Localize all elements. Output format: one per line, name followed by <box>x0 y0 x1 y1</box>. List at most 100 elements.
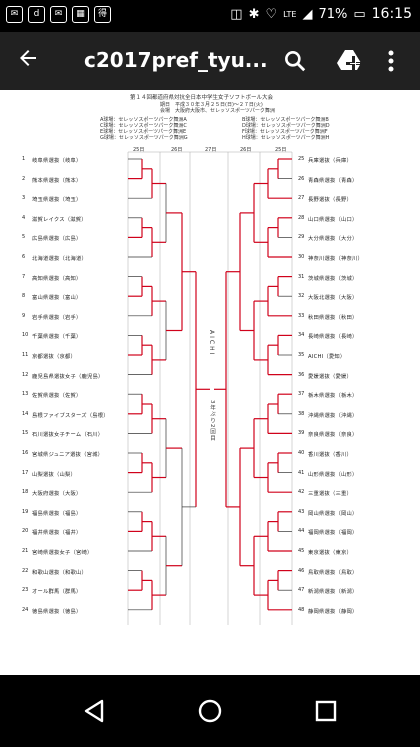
seed-number: 26 <box>298 175 305 182</box>
tournament-dates: 期日 平成３０年３月２５日(日)～２７日(火) <box>160 102 263 108</box>
seed-number: 19 <box>22 508 29 515</box>
day-label: 25日 <box>133 147 145 153</box>
team-right: 兵庫選抜（兵庫） <box>308 158 352 164</box>
team-right: 大分県選抜（大分） <box>308 236 358 243</box>
seed-number: 29 <box>298 234 305 241</box>
bluetooth-icon: ✱ <box>248 6 260 22</box>
seed-number: 30 <box>298 254 305 260</box>
team-left: 和歌山選抜（和歌山） <box>32 569 87 576</box>
field-h: H球場：セレッソスポーツパーク舞洲H <box>242 135 330 141</box>
seed-number: 6 <box>22 254 26 260</box>
team-left: 熊本県選抜（熊本） <box>32 177 82 184</box>
seed-number: 8 <box>22 293 26 300</box>
back-arrow-icon[interactable] <box>16 46 40 76</box>
seed-number: 39 <box>298 430 305 437</box>
team-left: 滋賀レイクス（滋賀） <box>32 216 87 223</box>
seed-number: 11 <box>22 352 29 358</box>
seed-number: 2 <box>22 175 26 182</box>
d-app-icon: d <box>28 6 45 23</box>
document-page[interactable]: 第１４回都道府県対抗全日本中学生女子ソフトボール大会 期日 平成３０年３月２５日… <box>0 90 420 675</box>
seed-number: 32 <box>298 293 305 300</box>
team-left: 宮城県ジュニア選抜（宮城） <box>32 452 104 458</box>
team-left: 佐賀県選抜（佐賀） <box>32 393 82 400</box>
seed-number: 5 <box>22 234 26 241</box>
team-left: 岩手県選抜（岩手） <box>32 314 82 321</box>
team-left: 京都選抜（京都） <box>32 354 76 360</box>
team-left: 北海道選抜（北海道） <box>32 256 87 262</box>
field-g: G球場：セレッソスポーツパーク舞洲G <box>100 135 188 141</box>
field-d: D球場：セレッソスポーツパーク舞洲D <box>242 123 330 129</box>
team-left: 宮崎県選抜女子（宮崎） <box>32 550 93 556</box>
network-label: LTE <box>283 9 297 19</box>
app-bar: c2017pref_tyu... <box>0 32 420 90</box>
seed-number: 31 <box>298 273 305 280</box>
field-e: E球場：セレッソスポーツパーク舞洲E <box>100 129 187 135</box>
team-left: 大阪府選抜（大阪） <box>32 491 82 498</box>
seed-number: 27 <box>298 195 305 202</box>
seed-number: 7 <box>22 273 26 280</box>
status-bar: ✉ d ✉ ▦ 得 ◫ ✱ ♡ LTE ◢ 71% ▭ 16:15 <box>0 0 420 32</box>
team-right: 茨城県選抜（茨城） <box>308 275 358 282</box>
seed-number: 45 <box>298 548 305 554</box>
team-right: 沖縄県選抜（沖縄） <box>308 412 358 419</box>
seed-number: 40 <box>298 450 305 456</box>
team-right: 山形県選抜（山形） <box>308 471 358 478</box>
tournament-title: 第１４回都道府県対抗全日本中学生女子ソフトボール大会 <box>130 95 274 101</box>
team-right: 愛媛選抜（愛媛） <box>308 373 352 380</box>
seed-number: 13 <box>22 391 29 398</box>
team-right: 神奈川選抜（神奈川） <box>308 256 363 262</box>
notification-icons: ✉ d ✉ ▦ 得 <box>6 6 111 23</box>
battery-icon: ▭ <box>353 6 366 22</box>
tokuten-icon: 得 <box>94 6 111 23</box>
seed-number: 3 <box>22 195 26 202</box>
team-left: 福井県選抜（福井） <box>32 530 82 537</box>
team-left: 島根ファイブスターズ（島根） <box>32 412 109 419</box>
recents-square-icon[interactable] <box>312 697 340 725</box>
team-right: 栃木県選抜（栃木） <box>308 393 358 400</box>
seed-number: 35 <box>298 352 305 358</box>
search-icon[interactable] <box>282 48 308 74</box>
seed-number: 36 <box>298 371 305 378</box>
clock: 16:15 <box>371 6 412 22</box>
team-right: 静岡県選抜（静岡） <box>308 608 358 615</box>
tournament-venue: 会場 大阪府大阪市、セレッソスポーツパーク舞洲 <box>160 108 275 114</box>
seed-number: 38 <box>298 410 305 417</box>
day-label: 26日 <box>240 147 252 153</box>
seed-number: 23 <box>22 587 29 594</box>
more-options-icon[interactable] <box>386 48 396 74</box>
team-right: 香川選抜（香川） <box>308 452 352 458</box>
team-right: 鳥取県選抜（鳥取） <box>308 569 358 576</box>
field-a: A球場：セレッソスポーツパーク舞洲A <box>100 117 187 123</box>
seed-number: 25 <box>298 156 305 162</box>
seed-number: 20 <box>22 528 29 535</box>
team-left: 埼玉県選抜（埼玉） <box>32 197 82 204</box>
team-right: 大阪北選抜（大阪） <box>308 295 358 302</box>
team-left: オール群馬（群馬） <box>32 589 82 596</box>
voicemail-icon: ◫ <box>230 6 243 22</box>
seed-number: 10 <box>22 332 29 339</box>
seed-number: 33 <box>298 312 305 319</box>
team-right: 青森県選抜（青森） <box>308 177 358 184</box>
seed-number: 22 <box>22 567 29 574</box>
signal-icon: ◢ <box>302 6 313 22</box>
team-left: 富山県選抜（富山） <box>32 295 82 302</box>
team-left: 福島県選抜（福島） <box>32 510 82 517</box>
field-f: F球場：セレッソスポーツパーク舞洲F <box>242 129 328 135</box>
seed-number: 42 <box>298 489 305 496</box>
team-right: 秋田県選抜（秋田） <box>308 314 358 321</box>
calendar-icon: ▦ <box>72 6 89 23</box>
seed-number: 48 <box>298 606 305 613</box>
seed-number: 46 <box>298 567 305 574</box>
day-label: 25日 <box>275 147 287 153</box>
home-circle-icon[interactable] <box>196 697 224 725</box>
seed-number: 28 <box>298 214 305 221</box>
team-left: 石川選抜女子チーム（石川） <box>32 432 104 439</box>
field-c: C球場：セレッソスポーツパーク舞洲C <box>100 123 187 129</box>
seed-number: 14 <box>22 410 29 417</box>
add-to-drive-icon[interactable] <box>336 48 364 74</box>
back-triangle-icon[interactable] <box>80 697 108 725</box>
message-icon: ✉ <box>6 6 23 23</box>
day-label: 27日 <box>205 147 217 153</box>
seed-number: 12 <box>22 371 29 378</box>
seed-number: 4 <box>22 214 26 221</box>
